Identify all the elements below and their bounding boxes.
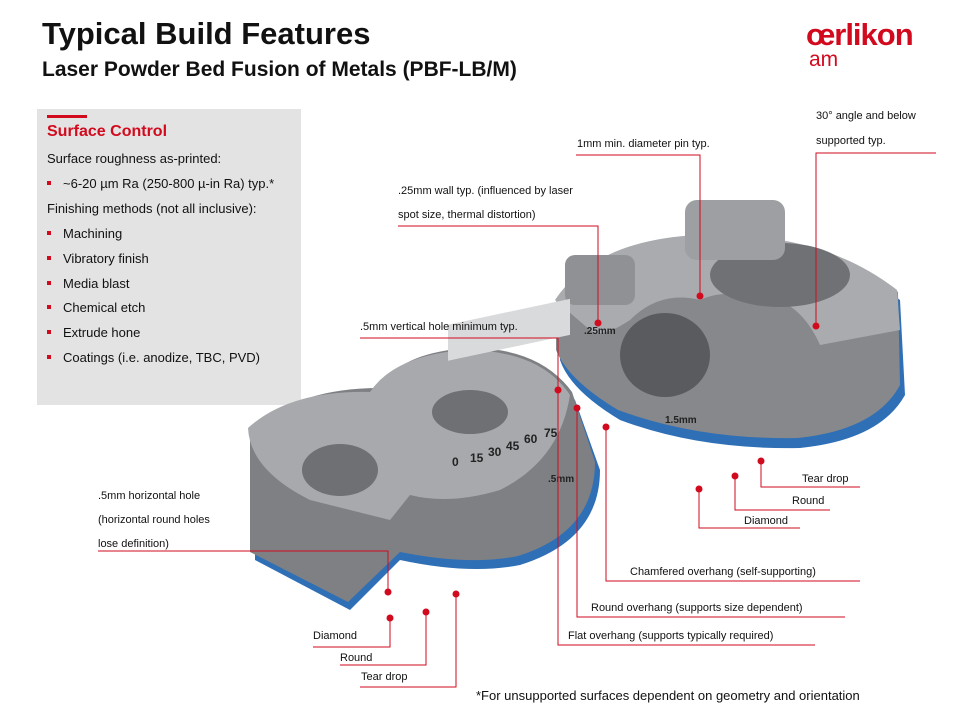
callout-teardrop-left: Tear drop — [361, 671, 408, 683]
oerlikon-logo: œrlikon am — [806, 17, 926, 71]
bullet-icon — [47, 280, 51, 285]
callout-angle-line2: supported typ. — [816, 135, 886, 147]
bullet-icon — [47, 255, 51, 260]
bullet-icon — [47, 304, 51, 309]
angle-mark: 0 — [452, 455, 459, 469]
panel-heading: Surface Control — [47, 123, 168, 140]
bullet-icon — [47, 180, 51, 185]
callout-flat-overhang: Flat overhang (supports typically requir… — [568, 630, 774, 642]
callout-diamond-right: Diamond — [744, 515, 789, 527]
method-item: Machining — [47, 226, 122, 241]
surface-control-panel: Surface Control Surface roughness as-pri… — [37, 109, 301, 405]
method-item: Extrude hone — [47, 325, 140, 340]
angle-mark: 15 — [470, 451, 484, 465]
method-item: Vibratory finish — [47, 251, 149, 266]
bullet-icon — [47, 329, 51, 334]
callout-horizontal-hole-line3: lose definition) — [98, 538, 169, 550]
footnote: *For unsupported surfaces dependent on g… — [476, 688, 860, 703]
thickness-mark-right: 1.5mm — [665, 415, 697, 426]
logo-sub: am — [809, 48, 839, 71]
angle-mark: 45 — [506, 439, 520, 453]
callout-angle-line1: 30° angle and below — [816, 110, 916, 122]
roughness-value: ~6-20 µm Ra (250-800 µ-in Ra) typ.* — [47, 176, 274, 191]
callout-teardrop-right: Tear drop — [802, 473, 849, 485]
callout-wall-line2: spot size, thermal distortion) — [398, 209, 536, 221]
angle-mark: 75 — [544, 426, 558, 440]
angle-mark: 60 — [524, 432, 538, 446]
callout-diamond-left: Diamond — [313, 630, 358, 642]
method-item: Chemical etch — [47, 300, 145, 315]
roughness-label: Surface roughness as-printed: — [47, 151, 222, 166]
angle-mark: 30 — [488, 445, 502, 459]
logo-brand: œrlikon — [806, 17, 914, 52]
callout-chamfered-overhang: Chamfered overhang (self-supporting) — [630, 566, 816, 578]
callout-horizontal-hole-line1: .5mm horizontal hole — [98, 490, 201, 502]
part-a-body — [248, 348, 600, 610]
method-item: Media blast — [47, 276, 129, 291]
leader-lines — [98, 152, 936, 688]
marker-dots — [384, 292, 820, 622]
panel-accent-bar — [47, 115, 87, 118]
bullet-icon — [47, 230, 51, 235]
wall-mark: .25mm — [584, 326, 616, 337]
callout-vertical-hole: .5mm vertical hole minimum typ. — [360, 321, 518, 333]
angle-scale — [448, 298, 570, 361]
page-subtitle: Laser Powder Bed Fusion of Metals (PBF-L… — [42, 58, 517, 81]
callout-round-right: Round — [792, 495, 825, 507]
callout-horizontal-hole-line2: (horizontal round holes — [98, 514, 210, 526]
finishing-label: Finishing methods (not all inclusive): — [47, 201, 257, 216]
bullet-icon — [47, 354, 51, 359]
callout-pin: 1mm min. diameter pin typ. — [577, 138, 710, 150]
thickness-mark-left: .5mm — [548, 474, 574, 485]
page-title: Typical Build Features — [42, 16, 371, 51]
callout-wall-line1: .25mm wall typ. (influenced by laser — [398, 185, 573, 197]
callout-round-overhang: Round overhang (supports size dependent) — [591, 602, 803, 614]
method-item: Coatings (i.e. anodize, TBC, PVD) — [47, 350, 260, 365]
part-e-body — [555, 200, 905, 449]
callout-round-left: Round — [340, 652, 373, 664]
